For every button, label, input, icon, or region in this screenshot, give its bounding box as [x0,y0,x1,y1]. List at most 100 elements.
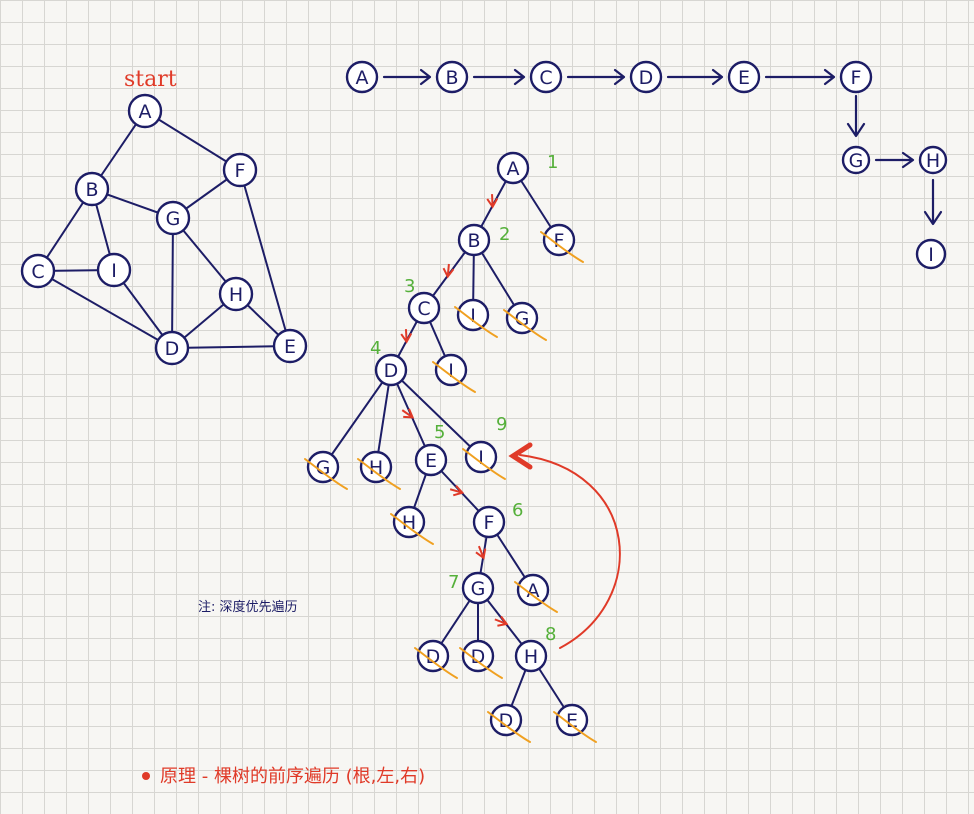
tree-node-2-B-label: B [467,230,480,252]
seq-node-F-label: F [851,67,862,89]
source-graph: A B C D E F G H I [20,93,308,366]
step-number-1: 1 [547,152,558,173]
traversal-sequence: A B C D E F G H I [345,60,948,270]
bullet-icon [142,772,150,780]
visit-arrow-10-13 [449,485,465,497]
visited-strike-8 [304,458,348,490]
tree-node-4-I: I [456,298,490,332]
graph-node-G-label: G [166,208,181,230]
step-number-5: 5 [434,422,445,443]
seq-node-C: C [529,60,563,94]
graph-node-E: E [272,328,308,364]
seq-node-A: A [345,60,379,94]
seq-arrow-down-H [923,178,943,226]
tree-node-4-I-label: I [470,305,476,327]
tree-node-3-C: C [407,291,441,325]
graph-edge-DE [171,345,291,349]
graph-node-H: H [218,276,254,312]
tree-node-2-B: B [457,223,491,257]
step-number-2: 2 [499,224,510,245]
tree-node-19-D: D [489,703,523,737]
visit-arrow-6-10 [401,408,415,419]
tree-node-12-H-label: H [402,512,416,534]
tree-node-11-I: I [464,440,498,474]
seq-arrow-1 [472,68,526,86]
tree-node-20-E: E [555,703,589,737]
step-number-7: 7 [448,572,459,593]
tree-node-7-I-label: I [448,360,454,382]
tree-node-14-G-label: G [471,578,486,600]
tree-node-17-D: D [461,639,495,673]
visited-strike-9 [357,458,401,490]
graph-edge-AF [144,110,241,171]
graph-node-G: G [155,200,191,236]
step-number-9: 9 [496,414,507,435]
graph-node-A-label: A [139,101,152,123]
step-number-6: 6 [512,500,523,521]
visit-arrow-13-14 [475,545,487,560]
tree-node-18-H: H [514,639,548,673]
principle-label: 原理 - 棵树的前序遍历 (根,左,右) [160,766,425,787]
tree-node-7-I: I [434,353,468,387]
tree-node-16-D: D [416,639,450,673]
tree-node-13-F-label: F [484,512,495,534]
tree-node-10-E: E [414,443,448,477]
seq-arrow-down-F [846,94,866,138]
visited-strike-20 [553,711,597,743]
tree-node-5-G-label: G [515,308,530,330]
seq-node-D: D [629,60,663,94]
graph-node-H-label: H [229,284,243,306]
seq-node-G-label: G [849,150,864,172]
tree-node-19-D-label: D [499,710,514,732]
seq-node-E: E [727,60,761,94]
seq-arrow-G-H [874,151,915,169]
seq-node-G: G [841,145,871,175]
graph-node-E-label: E [284,336,296,358]
seq-arrow-3 [666,68,724,86]
tree-node-16-D-label: D [426,646,441,668]
visit-arrow-14-18 [494,615,509,627]
visited-strike-15 [514,581,558,613]
graph-node-D: D [154,330,190,366]
visit-arrow-0-2 [486,194,499,209]
visited-strike-5 [503,309,547,341]
seq-node-D-label: D [639,67,654,89]
graph-node-B: B [74,171,110,207]
tree-node-17-D-label: D [471,646,486,668]
step-number-3: 3 [404,276,415,297]
visit-arrow-3-6 [400,329,413,344]
visited-strike-1 [540,231,584,263]
graph-node-C: C [20,253,56,289]
tree-node-3-C-label: C [417,298,430,320]
tree-node-10-E-label: E [425,450,437,472]
tree-edge-6-8 [322,369,392,468]
seq-node-A-label: A [356,67,369,89]
graph-node-I: I [96,252,132,288]
tree-node-20-E-label: E [566,710,578,732]
visited-strike-7 [432,361,476,393]
visited-strike-16 [414,647,458,679]
tree-node-15-A: A [516,573,550,607]
visited-strike-17 [459,647,503,679]
graph-node-F-label: F [235,160,246,182]
tree-node-1-F-label: F [554,230,565,252]
tree-node-6-D-label: D [384,360,399,382]
graph-node-D-label: D [165,338,180,360]
visit-arrow-2-3 [442,263,455,279]
tree-node-0-A: A [496,151,530,185]
tree-node-15-A-label: A [527,580,540,602]
seq-node-I-label: I [928,244,934,266]
seq-node-H-label: H [926,150,940,172]
tree-node-6-D: D [374,353,408,387]
tree-node-18-H-label: H [524,646,538,668]
tree-node-1-F: F [542,223,576,257]
backtrack-arrow [519,454,621,649]
seq-node-H: H [918,145,948,175]
seq-node-F: F [839,60,873,94]
step-number-8: 8 [545,624,556,645]
note-label: 注: 深度优先遍历 [198,599,298,615]
visited-strike-19 [487,711,531,743]
tree-node-9-H: H [359,450,393,484]
graph-edge-GD [171,217,174,349]
